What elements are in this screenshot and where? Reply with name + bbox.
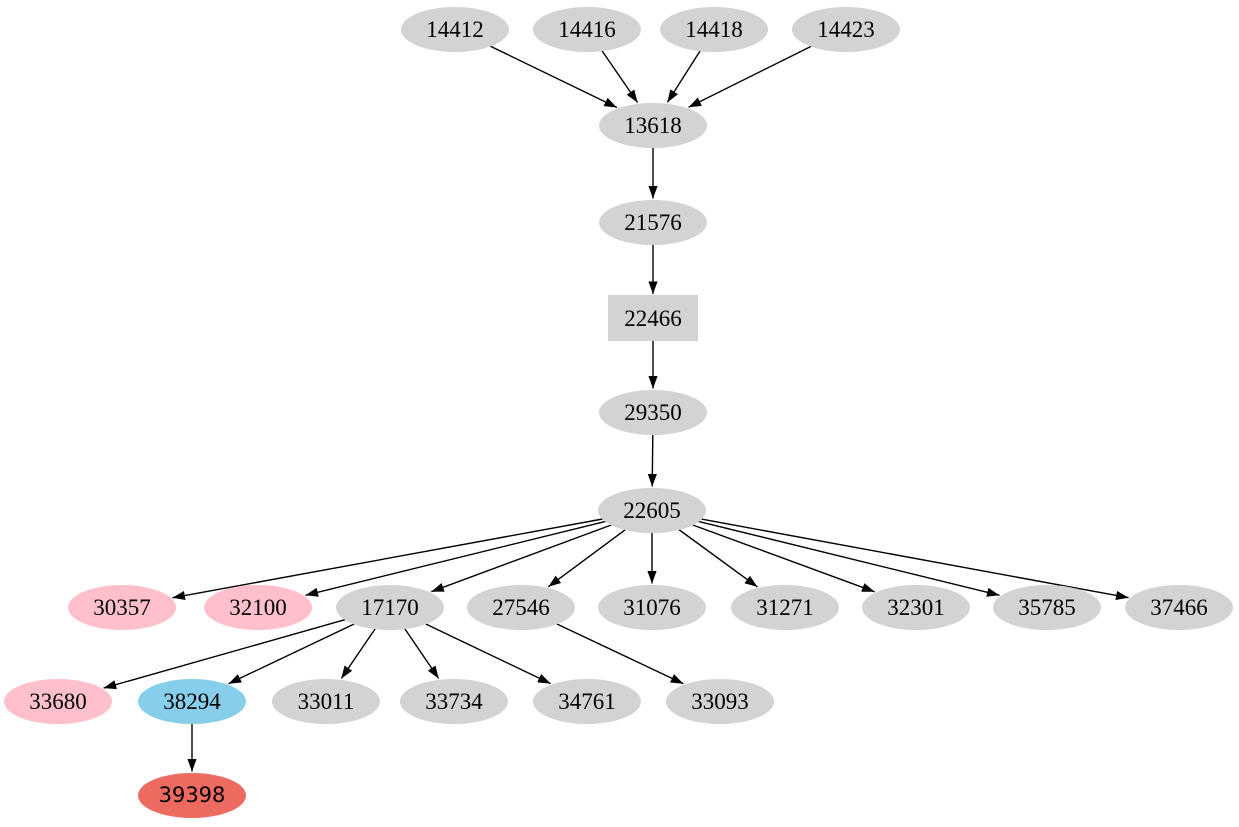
node-34761: 34761 <box>533 678 641 724</box>
node-label: 14418 <box>685 16 743 42</box>
node-label: 38294 <box>163 688 221 714</box>
node-label: 21576 <box>624 209 682 235</box>
node-27546: 27546 <box>467 584 575 630</box>
edge-29350-22605 <box>647 434 657 487</box>
node-39398: 39398 <box>138 772 246 818</box>
node-label: 22466 <box>624 305 682 331</box>
edge-17170-34761 <box>425 623 551 685</box>
node-label: 30357 <box>93 594 151 620</box>
node-17170: 17170 <box>336 584 444 630</box>
node-33734: 33734 <box>400 678 508 724</box>
node-label: 14423 <box>817 16 875 42</box>
node-label: 35785 <box>1018 594 1076 620</box>
node-22605: 22605 <box>598 487 706 533</box>
node-label: 22605 <box>623 497 681 523</box>
node-33011: 33011 <box>272 678 380 724</box>
node-33093: 33093 <box>666 678 774 724</box>
edge-22605-31271 <box>678 528 758 588</box>
node-30357: 30357 <box>68 584 176 630</box>
node-31271: 31271 <box>731 584 839 630</box>
edge-17170-38294 <box>228 623 355 685</box>
node-14423: 14423 <box>792 6 900 52</box>
edge-22605-32301 <box>692 524 875 593</box>
node-32100: 32100 <box>204 584 312 630</box>
node-label: 32301 <box>887 594 945 620</box>
node-32301: 32301 <box>862 584 970 630</box>
node-label: 33734 <box>425 688 483 714</box>
node-37466: 37466 <box>1125 584 1233 630</box>
node-label: 13618 <box>624 112 682 138</box>
node-29350: 29350 <box>599 389 707 435</box>
node-label: 33093 <box>691 688 749 714</box>
node-35785: 35785 <box>993 584 1101 630</box>
node-label: 33680 <box>29 688 87 714</box>
node-label: 32100 <box>229 594 287 620</box>
edge-14423-13618 <box>688 45 812 108</box>
node-14418: 14418 <box>660 6 768 52</box>
node-label: 27546 <box>492 594 550 620</box>
node-13618: 13618 <box>599 102 707 148</box>
node-label: 37466 <box>1150 594 1208 620</box>
node-label: 31076 <box>623 594 681 620</box>
node-label: 34761 <box>558 688 616 714</box>
edge-22605-27546 <box>547 529 626 588</box>
edge-14412-13618 <box>489 45 618 109</box>
edge-17170-33680 <box>103 618 346 690</box>
node-38294: 38294 <box>138 678 246 724</box>
node-label: 14416 <box>558 16 616 42</box>
node-label: 14412 <box>426 16 484 42</box>
node-label: 39398 <box>158 782 226 807</box>
node-label: 31271 <box>756 594 814 620</box>
node-31076: 31076 <box>598 584 706 630</box>
node-14412: 14412 <box>401 6 509 52</box>
node-33680: 33680 <box>4 678 112 724</box>
edge-27546-33093 <box>556 623 684 685</box>
edge-14418-13618 <box>666 50 701 103</box>
node-22466: 22466 <box>608 295 698 341</box>
node-21576: 21576 <box>599 199 707 245</box>
node-label: 29350 <box>624 399 682 425</box>
node-label: 17170 <box>361 594 419 620</box>
edge-14416-13618 <box>601 50 639 103</box>
edge-22605-17170 <box>431 524 612 593</box>
node-label: 33011 <box>297 688 355 714</box>
node-14416: 14416 <box>533 6 641 52</box>
edge-17170-33011 <box>340 628 376 679</box>
edge-22605-35785 <box>698 520 1000 597</box>
edge-22605-32100 <box>305 520 606 597</box>
edge-17170-33734 <box>404 628 440 679</box>
